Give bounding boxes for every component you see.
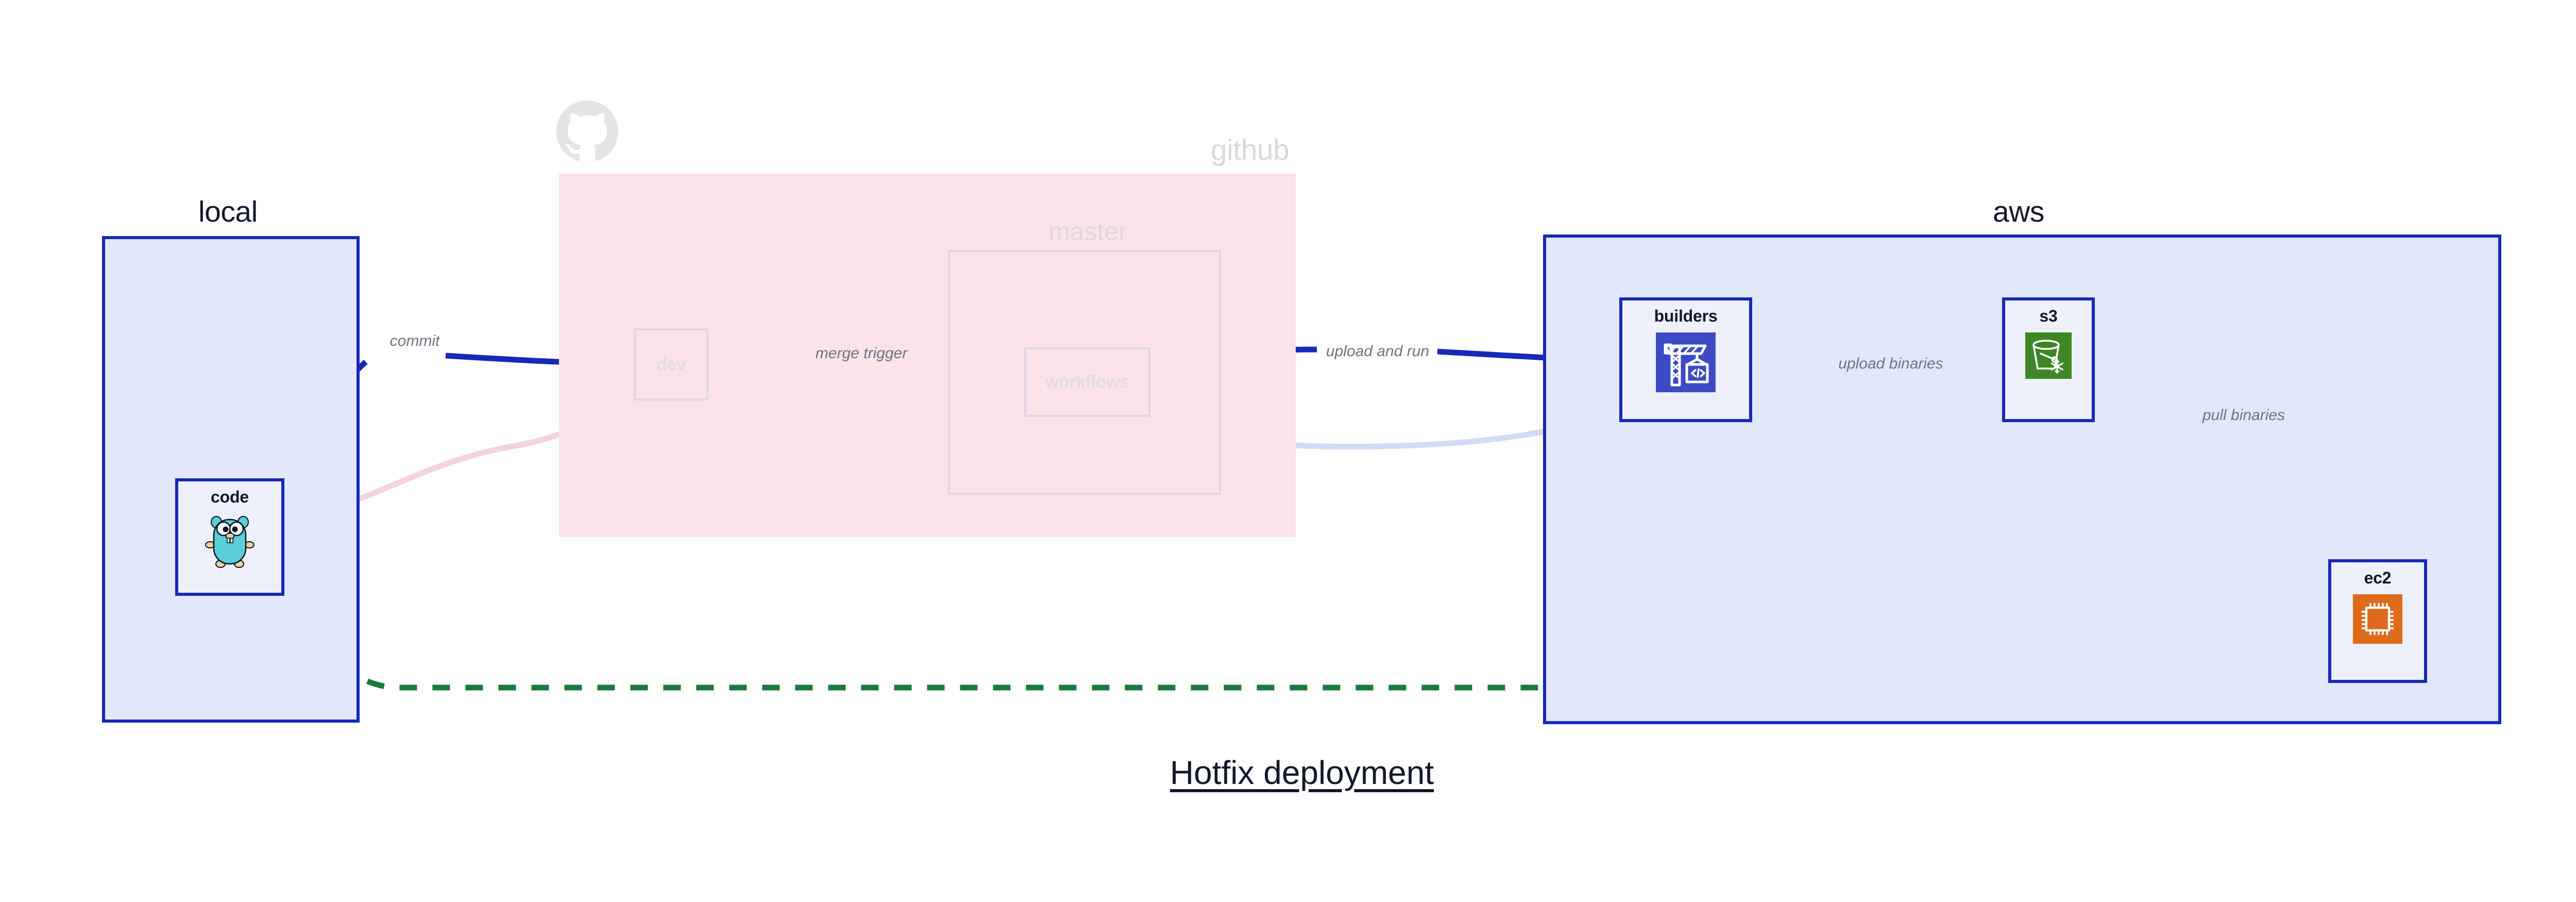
node-s3-label: s3 <box>2039 307 2058 325</box>
diagram-title: Hotfix deployment <box>1170 754 1434 791</box>
node-builders[interactable]: builders <box>1619 297 1752 422</box>
node-ec2-label: ec2 <box>2364 569 2392 587</box>
edge-label-merge-trigger: merge trigger <box>815 345 908 362</box>
node-builders-label: builders <box>1654 307 1718 325</box>
node-ec2[interactable]: ec2 <box>2328 559 2427 683</box>
node-workflows-label: workflows <box>1045 372 1130 392</box>
aws-s3-glacier-icon <box>2025 332 2072 381</box>
aws-ec2-icon <box>2353 594 2402 646</box>
edge-label-commit: commit <box>389 332 440 349</box>
group-github-label: github <box>1211 133 1290 166</box>
edge-label-pull-binaries: pull binaries <box>2202 407 2285 424</box>
node-dev[interactable]: dev <box>634 328 708 400</box>
group-aws-label: aws <box>1993 195 2044 228</box>
group-local-label: local <box>198 195 258 228</box>
node-code-label: code <box>211 488 249 506</box>
group-github <box>559 174 1296 537</box>
node-s3[interactable]: s3 <box>2002 297 2095 422</box>
edge-label-upload-and-run: upload and run <box>1326 343 1430 360</box>
subgroup-master-label: master <box>1048 217 1127 246</box>
aws-builder-icon <box>1656 332 1716 395</box>
node-workflows[interactable]: workflows <box>1024 347 1150 417</box>
go-gopher-icon <box>205 513 255 572</box>
node-dev-label: dev <box>656 354 686 374</box>
node-code[interactable]: code <box>175 478 284 596</box>
edge-label-upload-binaries: upload binaries <box>1838 355 1943 372</box>
subgroup-master <box>948 250 1221 495</box>
github-logo-icon <box>556 101 618 162</box>
